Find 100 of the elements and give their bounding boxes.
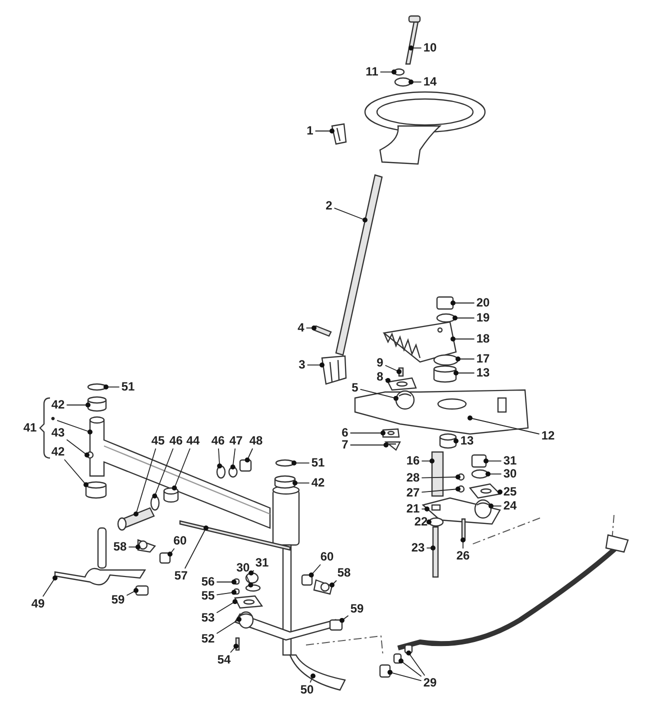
nut — [471, 454, 487, 468]
callout-number: 29 — [422, 676, 438, 690]
leader-line — [217, 448, 222, 468]
callout-number: 18 — [475, 332, 491, 346]
leader-line — [104, 384, 120, 390]
callout-number: 27 — [405, 486, 421, 500]
leader-line — [398, 658, 422, 677]
callout-number: 42 — [50, 446, 66, 458]
leader-line — [230, 448, 236, 470]
nut — [233, 578, 240, 585]
leader-line — [340, 615, 349, 623]
leader-line — [306, 362, 324, 368]
callout-number: 46 — [168, 434, 184, 448]
nut — [436, 296, 454, 310]
callout-number: 58 — [336, 566, 352, 580]
callout-number: 56 — [200, 576, 216, 588]
callout-number: 8 — [376, 370, 384, 384]
leader-line — [488, 504, 502, 508]
bolt — [432, 526, 439, 578]
ball-joint — [238, 611, 254, 629]
clip — [331, 123, 347, 145]
leader-line — [454, 438, 459, 444]
bushing — [439, 433, 457, 449]
nut — [159, 552, 171, 564]
callout-number: 43 — [50, 426, 66, 440]
leader-line — [310, 674, 316, 683]
leader-line — [350, 442, 388, 448]
leader-line — [292, 480, 310, 486]
steering-wheel — [364, 91, 486, 165]
leader-line — [308, 564, 321, 578]
leader-line — [314, 128, 334, 134]
leader-line — [216, 599, 238, 614]
callout-number: 2 — [324, 200, 334, 212]
callout-number: 42 — [310, 476, 326, 490]
callout-number: 60 — [172, 534, 188, 548]
callout-number: • — [50, 412, 56, 426]
nut — [245, 572, 259, 584]
washer — [393, 68, 405, 76]
bolt — [235, 637, 240, 651]
callout-number: 24 — [502, 500, 518, 512]
callout-number: 13 — [459, 434, 475, 448]
callout-number: 41 — [22, 422, 38, 434]
flange-plate — [387, 377, 417, 391]
callout-number: 20 — [475, 296, 491, 310]
leader-line — [334, 208, 368, 222]
leader-line — [421, 474, 460, 480]
callout-number: 42 — [50, 398, 66, 412]
leader-line — [450, 336, 475, 342]
leader-line — [246, 575, 254, 588]
bracket — [382, 428, 400, 438]
washer — [216, 465, 226, 479]
leader-line — [184, 526, 208, 569]
nut — [329, 619, 343, 631]
callout-number: 49 — [30, 598, 46, 610]
washer — [245, 584, 261, 592]
callout-number: 59 — [110, 594, 126, 606]
leader-line — [454, 370, 475, 376]
callout-number: 50 — [299, 684, 315, 696]
leader-line — [452, 316, 475, 320]
leader-line — [216, 616, 242, 634]
callout-number: 19 — [475, 312, 491, 324]
leader-line — [350, 430, 386, 436]
leader-line — [42, 576, 58, 597]
callout-number: 9 — [376, 356, 384, 370]
callout-number: 47 — [228, 434, 244, 448]
callout-number: 59 — [349, 602, 365, 616]
leader-line — [421, 486, 460, 493]
leader-line — [134, 448, 156, 516]
washer — [457, 485, 465, 493]
ball-joint — [313, 579, 333, 595]
callout-number: 45 — [150, 434, 166, 448]
clip — [384, 441, 401, 451]
washer — [436, 313, 456, 323]
callout-number: 22 — [413, 516, 429, 528]
callout-number: 44 — [185, 434, 201, 448]
bolt — [117, 507, 155, 531]
callout-number: 60 — [319, 550, 335, 564]
callout-number: 25 — [502, 486, 518, 498]
leader-line — [450, 300, 475, 306]
leader-line — [498, 490, 502, 494]
washer — [433, 354, 459, 366]
bushing — [274, 475, 296, 489]
leader-line — [486, 472, 502, 476]
callout-number: 26 — [455, 550, 471, 562]
leader-line — [456, 356, 475, 362]
spacer — [163, 487, 179, 503]
front-axle-beam — [89, 416, 271, 529]
leader-line — [64, 459, 88, 488]
leader-line — [384, 378, 390, 383]
leader-line — [408, 80, 422, 84]
callout-number: 51 — [120, 380, 136, 394]
callout-number: 21 — [405, 502, 421, 516]
pin — [313, 325, 332, 337]
leader-line — [330, 580, 337, 588]
leader-line — [421, 506, 430, 512]
sector-gear — [382, 321, 457, 363]
callout-number: 7 — [340, 438, 350, 452]
nut — [393, 653, 402, 664]
leader-line — [406, 650, 426, 676]
circlip — [275, 459, 295, 467]
